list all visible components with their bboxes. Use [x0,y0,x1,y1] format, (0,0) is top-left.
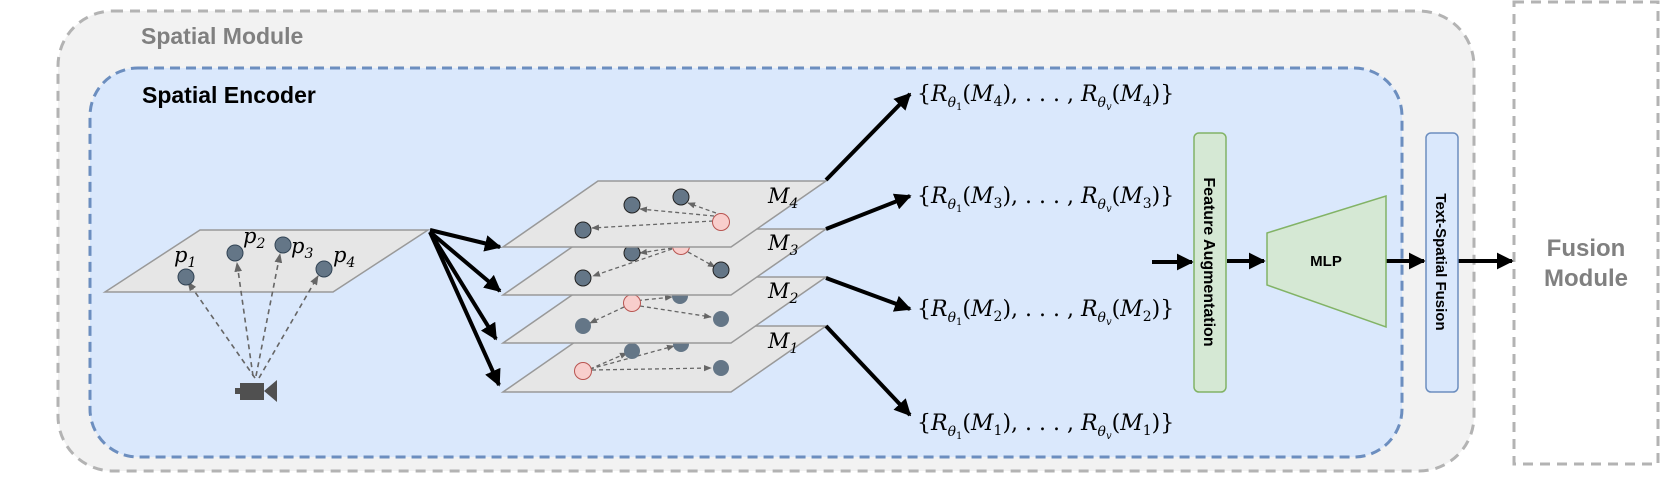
rotation-set-m4: {Rθ1(M4), . . . , Rθv(M4)} [917,82,1174,113]
camera-icon [235,380,277,402]
spatial-module-label: Spatial Module [141,23,303,49]
point-label-p3: p3 [291,234,313,262]
rotation-set-m1: {Rθ1(M1), . . . , Rθv(M1)} [917,411,1174,442]
layer-label-m2: M2 [767,279,799,307]
point-p2 [226,244,244,262]
fusion-module-label-line1: Fusion [1547,235,1626,262]
layer-to-set-arrows [824,92,912,417]
layer-label-m3: M3 [767,231,799,259]
point-p4 [315,260,333,278]
mlp-label: MLP [1310,253,1342,270]
fusion-module-box [1512,0,1660,466]
layer-label-m1: M1 [767,329,798,357]
spatial-encoder-label: Spatial Encoder [142,82,316,108]
input-to-layer-arrows [428,228,502,387]
feature-augmentation-block [1193,132,1227,393]
layer-label-m4: M4 [767,184,798,212]
feature-augmentation-label: Feature Augmentation [1200,177,1217,346]
rotation-set-m2: {Rθ1(M2), . . . , Rθv(M2)} [917,297,1174,328]
point-p1 [177,268,195,286]
point-label-p2: p2 [243,224,265,252]
mlp-block [1266,194,1387,329]
camera-rays [187,253,319,379]
point-label-p1: p1 [174,243,196,271]
pipeline-arrows [1152,252,1514,271]
point-p3 [274,236,292,254]
layer-m4 [500,180,829,248]
fusion-module-label-line2: Module [1544,265,1628,292]
rotation-set-m3: {Rθ1(M3), . . . , Rθv(M3)} [917,184,1174,215]
text-spatial-fusion-label: Text-Spatial Fusion [1432,193,1449,330]
point-label-p4: p4 [333,243,355,271]
text-spatial-fusion-block [1425,132,1459,393]
